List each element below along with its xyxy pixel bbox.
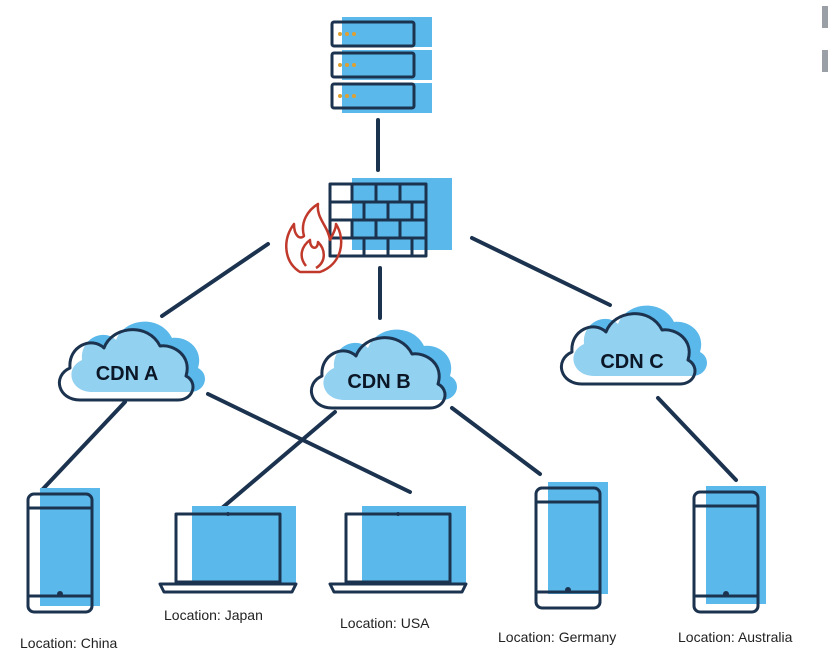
phone-germany: Location: Germany <box>498 482 616 645</box>
link-firewall-cdn-c <box>470 236 612 307</box>
link-cdn-b-germany <box>450 406 542 476</box>
link-cdn-a-china <box>40 400 127 492</box>
phone-australia: Location: Australia <box>678 486 793 645</box>
cdn-b-label: CDN B <box>347 371 410 393</box>
cdn-a-cloud: CDN A <box>58 321 205 402</box>
link-cdn-b-japan <box>220 410 337 510</box>
location-label-usa: Location: USA <box>340 615 430 631</box>
location-label-germany: Location: Germany <box>498 629 616 645</box>
laptop-usa: Location: USA <box>328 506 468 631</box>
cdn-a-label: CDN A <box>96 363 159 385</box>
cdn-b-cloud: CDN B <box>310 329 457 410</box>
flame-icon <box>285 202 343 274</box>
location-label-japan: Location: Japan <box>164 607 263 623</box>
edge-artifact <box>822 0 828 80</box>
cdn-c-cloud: CDN C <box>560 305 707 386</box>
link-firewall-cdn-a <box>160 242 270 318</box>
link-cdn-a-usa <box>206 392 412 494</box>
server-stack-icon <box>330 17 432 113</box>
location-label-australia: Location: Australia <box>678 629 793 645</box>
location-label-china: Location: China <box>20 635 118 651</box>
firewall-icon <box>285 178 452 274</box>
laptop-japan: Location: Japan <box>158 506 298 623</box>
phone-china: Location: China <box>20 488 118 651</box>
link-cdn-c-australia <box>656 396 738 482</box>
connections <box>40 118 738 510</box>
cdn-c-label: CDN C <box>600 351 663 373</box>
